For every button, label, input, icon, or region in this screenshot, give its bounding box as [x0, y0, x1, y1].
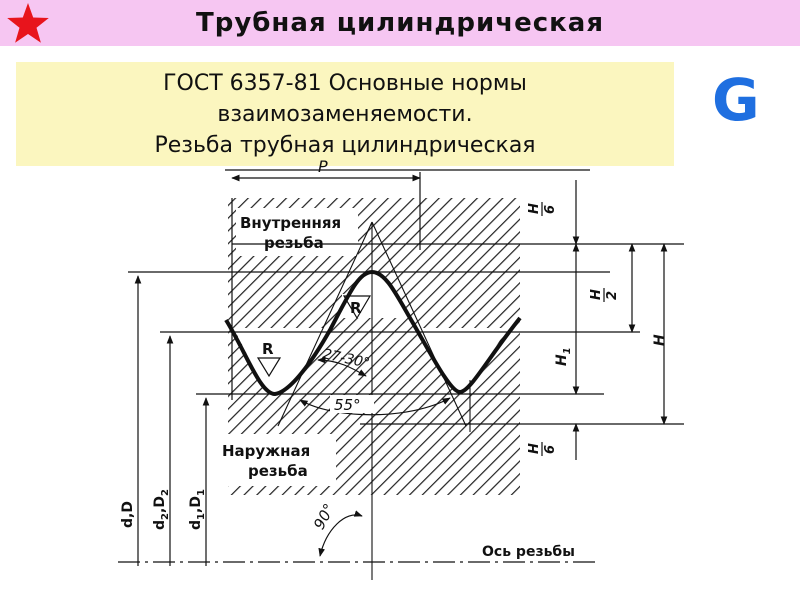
thread-axis-label: Ось резьбы — [482, 544, 575, 560]
flank-angle-arc — [317, 356, 367, 377]
h-sixth-top-label: H 6 — [527, 202, 558, 216]
svg-text:H: H — [589, 289, 604, 300]
radius-label-root: R — [262, 340, 274, 358]
svg-text:6: 6 — [543, 445, 558, 454]
title-bar — [0, 0, 800, 46]
external-thread-label-2: резьба — [248, 462, 308, 480]
internal-thread-label-2: резьба — [264, 234, 324, 252]
thread-code-badge: G — [712, 66, 760, 134]
diameter-pitch-label: d2,D2 — [152, 489, 171, 530]
thread-angle-arc — [299, 397, 451, 416]
internal-thread-label: Внутренняя — [240, 214, 341, 232]
svg-text:6: 6 — [543, 205, 558, 214]
thread-angle-label: 55° — [334, 396, 361, 414]
h1-label: H1 — [554, 347, 573, 366]
right-angle-arc — [318, 510, 363, 557]
internal-label-bg — [236, 208, 358, 256]
external-label-bg — [218, 434, 336, 486]
svg-text:2: 2 — [605, 291, 620, 300]
gost-line-3: Резьба трубная цилиндрическая — [154, 133, 536, 158]
radius-label-crest: R — [350, 299, 362, 317]
star-icon — [7, 3, 49, 43]
pitch-label: P — [318, 157, 328, 176]
h-half-label: H 2 — [589, 288, 620, 302]
reference-lines — [128, 169, 684, 425]
radius-marker-2 — [342, 295, 372, 320]
gost-line-2: взаимозаменяемости. — [217, 102, 473, 127]
external-thread-label: Наружная — [222, 442, 310, 460]
height-dimensions — [572, 180, 668, 460]
svg-text:H: H — [527, 443, 542, 454]
diameter-major-label: d,D — [120, 501, 136, 528]
diameter-minor-label: d1,D1 — [188, 489, 207, 530]
diameter-dimensions — [134, 275, 210, 566]
svg-text:d1,D1: d1,D1 — [188, 489, 207, 530]
gost-line-1: ГОСТ 6357-81 Основные нормы — [163, 71, 527, 96]
h-total-label: H — [652, 334, 668, 346]
svg-text:d2,D2: d2,D2 — [152, 489, 171, 530]
radius-marker-1 — [256, 357, 282, 378]
svg-text:H: H — [527, 203, 542, 214]
gost-caption: ГОСТ 6357-81 Основные нормы взаимозаменя… — [16, 62, 674, 166]
svg-text:H1: H1 — [554, 347, 573, 366]
page-title: Трубная цилиндрическая — [195, 8, 605, 38]
h-sixth-bottom-label: H 6 — [527, 442, 558, 456]
